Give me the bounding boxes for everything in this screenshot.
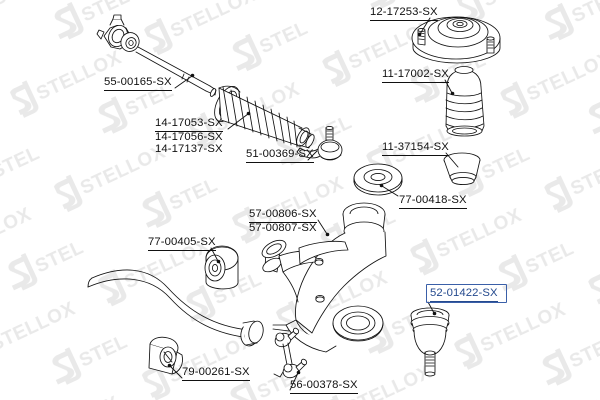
part-label-11-17002-SX: 11-17002-SX — [382, 68, 449, 83]
part-label-11-37154-SX: 11-37154-SX — [382, 141, 449, 156]
part-label-79-00261-SX: 79-00261-SX — [182, 366, 250, 381]
part-label-56-00378-SX: 56-00378-SX — [290, 379, 358, 394]
part-label-14-17137-SX: 14-17137-SX — [155, 143, 223, 155]
part-label-77-00418-SX: 77-00418-SX — [399, 194, 467, 209]
part-label-14-17053-SX: 14-17053-SX — [155, 117, 223, 132]
part-label-57-00806-SX: 57-00806-SX — [249, 208, 317, 223]
part-label-57-00807-SX: 57-00807-SX — [249, 222, 317, 234]
highlighted-part-box — [426, 284, 507, 303]
part-label-12-17253-SX: 12-17253-SX — [370, 6, 438, 21]
part-label-51-00369-SX: 51-00369-SX — [246, 148, 314, 163]
part-label-77-00405-SX: 77-00405-SX — [148, 236, 216, 251]
part-label-55-00165-SX: 55-00165-SX — [104, 76, 172, 91]
